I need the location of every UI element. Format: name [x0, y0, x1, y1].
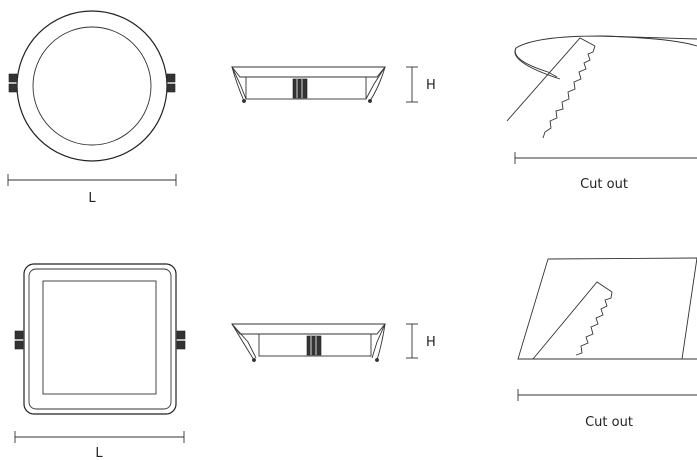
- round-right-spring-clip: [166, 73, 176, 93]
- square-height-label: H: [426, 335, 436, 350]
- square-right-spring-clip: [176, 330, 186, 350]
- round-cutout-label: Cut out: [580, 177, 628, 192]
- square-cutout-illustration: [517, 257, 697, 360]
- round-cutout-dimension: Cut out: [514, 152, 697, 192]
- square-length-dimension: L: [14, 431, 185, 460]
- square-cutout-label: Cut out: [585, 415, 633, 430]
- round-left-spring-clip: [8, 73, 18, 93]
- round-height-label: H: [426, 78, 436, 93]
- square-cutout-dimension: Cut out: [517, 389, 697, 430]
- round-saw-blade: [506, 37, 596, 139]
- square-light-top-view: [14, 263, 186, 415]
- square-light-side-view: [231, 323, 386, 362]
- round-length-label: L: [88, 191, 96, 206]
- round-length-dimension: L: [7, 174, 177, 206]
- round-cutout-illustration: [506, 35, 697, 139]
- square-height-dimension: H: [406, 323, 436, 359]
- square-left-spring-clip: [14, 330, 24, 350]
- round-light-top-view: [8, 10, 176, 162]
- square-saw-blade: [532, 281, 613, 360]
- round-height-dimension: H: [406, 66, 436, 103]
- square-length-label: L: [95, 446, 103, 460]
- round-light-side-view: [231, 66, 386, 103]
